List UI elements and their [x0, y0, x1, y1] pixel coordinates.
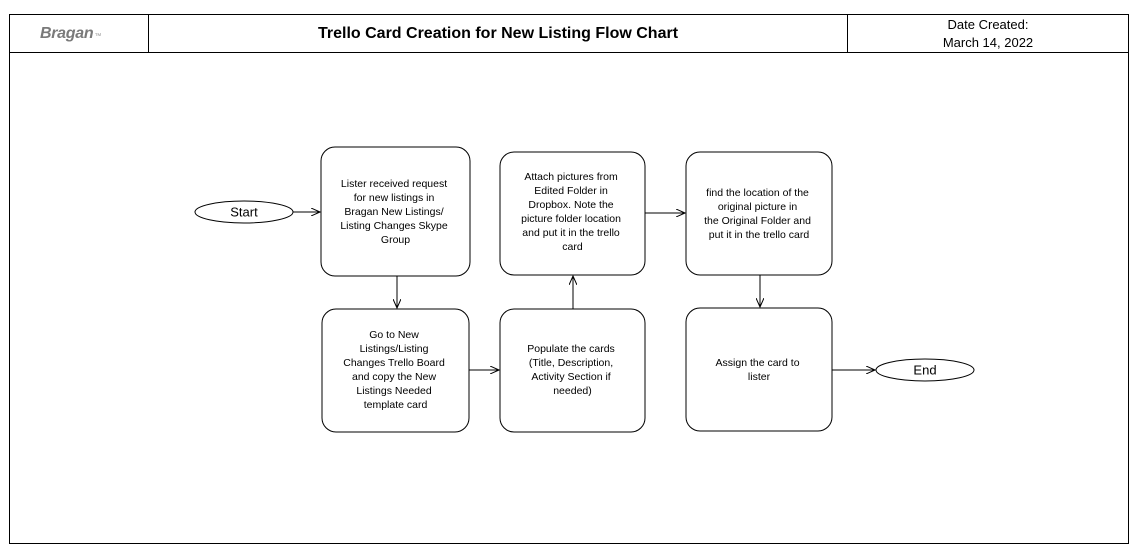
step1-text: Lister received request for new listings…	[340, 178, 450, 246]
start-label: Start	[230, 205, 258, 220]
title-cell: Trello Card Creation for New Listing Flo…	[149, 15, 848, 52]
step4-text: Attach pictures from Edited Folder in Dr…	[521, 171, 624, 253]
start-terminator: Start	[194, 200, 294, 224]
logo-cell: Bragan ™	[10, 15, 149, 52]
process-box-step2: Go to New Listings/Listing Changes Trell…	[321, 308, 470, 433]
end-label: End	[913, 363, 936, 378]
end-terminator: End	[875, 358, 975, 382]
header-bar: Bragan ™ Trello Card Creation for New Li…	[9, 14, 1129, 53]
process-box-step6: Assign the card to lister	[685, 307, 833, 432]
date-label: Date Created:	[947, 16, 1029, 32]
brand-logo: Bragan	[40, 24, 94, 42]
process-box-step5: find the location of the original pictur…	[685, 151, 833, 276]
step5-text: find the location of the original pictur…	[704, 187, 814, 241]
date-cell: Date Created: March 14, 2022	[848, 15, 1128, 52]
step6-text: Assign the card to lister	[716, 357, 803, 383]
page-title: Trello Card Creation for New Listing Flo…	[317, 24, 679, 42]
process-box-step1: Lister received request for new listings…	[320, 146, 471, 277]
step3-text: Populate the cards (Title, Description, …	[527, 343, 617, 397]
date-value: March 14, 2022	[942, 34, 1034, 50]
process-box-step3: Populate the cards (Title, Description, …	[499, 308, 646, 433]
process-box-step4: Attach pictures from Edited Folder in Dr…	[499, 151, 646, 276]
logo-trademark: ™	[94, 33, 102, 40]
step2-text: Go to New Listings/Listing Changes Trell…	[343, 329, 447, 411]
